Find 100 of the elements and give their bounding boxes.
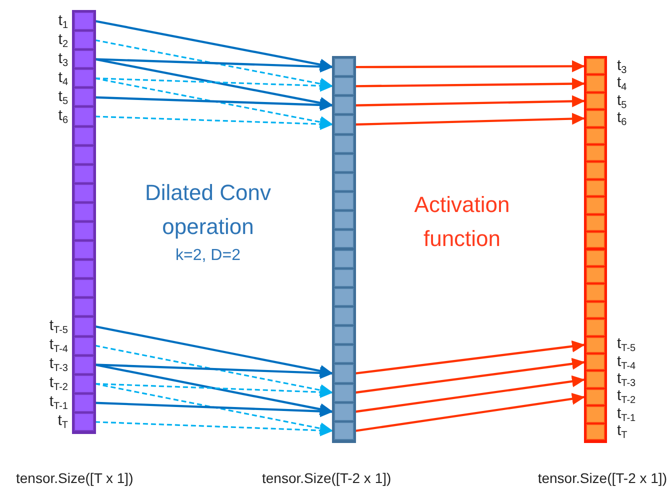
arrow [94, 344, 334, 396]
arrow [94, 382, 334, 398]
arrow [94, 402, 334, 418]
time-step-label: t$_{6}$ [58, 107, 68, 124]
tensor-cell [586, 214, 605, 232]
time-step-label: t$_{T-4}$ [617, 352, 636, 370]
time-step-label: t$_{T-4}$ [49, 336, 68, 354]
tensor-cell [74, 336, 94, 355]
tensor-cell [334, 230, 354, 248]
tensor-cell [334, 288, 354, 306]
tensor-cell [74, 202, 94, 221]
arrow [94, 325, 334, 377]
tensor-cell [334, 364, 354, 383]
time-step-label: t$_{4}$ [617, 74, 627, 92]
annotation-text: Dilated Conv operation [144, 179, 272, 242]
time-step-label: t$_{T-1}$ [617, 404, 636, 422]
tensor-cell [334, 250, 354, 268]
time-step-label: t$_{4}$ [58, 68, 68, 86]
time-step-label: t$_{T-5}$ [49, 317, 68, 334]
tensor-cell [74, 394, 94, 412]
tensor-cell [74, 164, 94, 183]
tensor-cell [74, 260, 94, 278]
tensor-cell [334, 192, 354, 210]
tensor-cell [74, 69, 94, 88]
arrow [354, 78, 586, 90]
tensor-cell [334, 58, 354, 76]
tensor-cell [334, 422, 354, 440]
tensor-cell [586, 128, 605, 144]
arrow [94, 96, 334, 111]
time-step-label: t$_{T-3}$ [49, 355, 68, 372]
time-step-label: t$_{T}$ [617, 422, 628, 440]
arrow [355, 60, 585, 72]
tensor-cell [74, 12, 94, 30]
annotation-text: Activation function [413, 191, 511, 254]
tensor-column [332, 56, 356, 443]
tensor-cell [334, 154, 354, 172]
tensor-cell [334, 402, 354, 421]
time-step-label: t$_{T-2}$ [617, 387, 636, 404]
time-step-label: t$_{T-1}$ [49, 393, 68, 410]
time-step-label: t$_{3}$ [58, 50, 68, 67]
tensor-cell [334, 306, 354, 326]
time-step-label: t$_{3}$ [617, 56, 627, 74]
arrow [94, 116, 334, 130]
tensor-cell [586, 336, 605, 353]
arrow [354, 340, 586, 375]
tensor-cell [586, 250, 605, 266]
tensor-cell [586, 232, 605, 248]
tensor-cell [74, 126, 94, 145]
time-step-label: t$_{5}$ [58, 88, 68, 105]
tensor-cell [334, 384, 354, 402]
tensor-size-label: tensor.Size([T-2 x 1]) [262, 470, 392, 486]
arrow [94, 58, 334, 109]
tensor-cell [334, 211, 354, 230]
tensor-column [72, 10, 96, 434]
tensor-cell [586, 145, 605, 162]
time-step-label: t$_{T-2}$ [49, 374, 68, 392]
arrow [94, 364, 334, 379]
tensor-cell [586, 319, 605, 336]
tensor-cell [586, 110, 605, 127]
arrow [94, 421, 334, 436]
tensor-cell [74, 146, 94, 164]
arrow [94, 20, 334, 70]
arrow [354, 375, 586, 413]
tensor-cell [586, 371, 605, 388]
tensor-cell [74, 241, 94, 260]
tensor-cell [586, 58, 605, 74]
time-step-label: t$_{1}$ [58, 12, 68, 29]
arrow [94, 382, 334, 434]
tensor-size-label: tensor.Size([T x 1]) [16, 470, 134, 486]
tensor-cell [334, 134, 354, 153]
tensor-cell [74, 374, 94, 393]
tensor-cell [334, 96, 354, 114]
time-step-label: t$_{6}$ [617, 108, 627, 126]
tensor-cell [74, 107, 94, 126]
tensor-cell [334, 172, 354, 192]
tensor-cell [74, 88, 94, 106]
tensor-cell [74, 222, 94, 240]
time-step-label: t$_{T}$ [58, 412, 68, 430]
tensor-cell [586, 424, 605, 440]
tensor-cell [74, 31, 94, 50]
tensor-cell [586, 354, 605, 370]
time-step-label: t$_{T-5}$ [617, 335, 636, 352]
tensor-cell [74, 356, 94, 374]
tensor-column [584, 56, 607, 443]
tensor-cell [586, 75, 605, 92]
tensor-cell [74, 279, 94, 298]
tensor-cell [334, 268, 354, 287]
tensor-cell [74, 298, 94, 316]
tensor-cell [586, 180, 605, 196]
time-step-label: t$_{5}$ [617, 92, 627, 109]
tensor-cell [334, 77, 354, 96]
tensor-cell [586, 162, 605, 179]
annotation-text: k=2, D=2 [174, 246, 242, 266]
tensor-size-label: tensor.Size([T-2 x 1]) [538, 470, 667, 486]
arrow [94, 39, 334, 90]
tensor-cell [334, 115, 354, 134]
time-step-label: t$_{2}$ [58, 30, 68, 48]
tensor-cell [586, 302, 605, 318]
tensor-cell [334, 345, 354, 364]
arrow [94, 78, 334, 128]
